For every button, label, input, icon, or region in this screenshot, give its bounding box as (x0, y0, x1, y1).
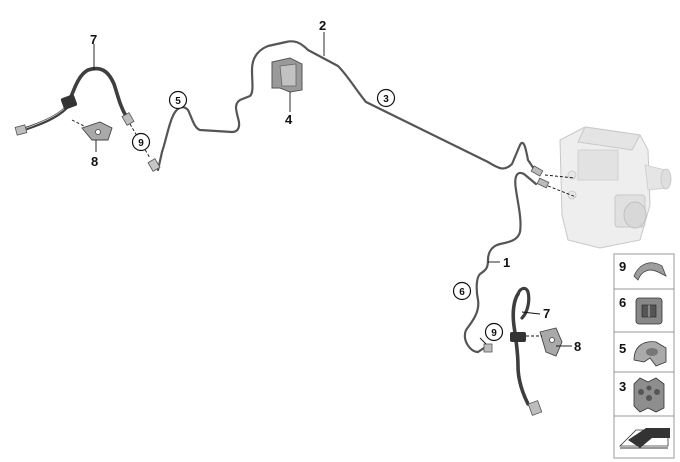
callout-8-right: 8 (574, 339, 581, 354)
svg-text:5: 5 (619, 341, 626, 356)
abs-hydraulic-unit (559, 126, 672, 249)
pipe-clip-4 (271, 57, 303, 112)
legend-panel: 9 6 5 3 (613, 253, 675, 459)
callout-1: 1 (503, 255, 510, 270)
brake-pipe-2 (156, 40, 538, 174)
callout-2: 2 (319, 18, 326, 33)
hose-bracket-8-left (71, 119, 113, 152)
legend-item-3: 3 (619, 377, 665, 413)
brake-hose-right (483, 286, 543, 416)
circled-callout-5: 5 (168, 90, 188, 110)
svg-text:6: 6 (459, 287, 465, 298)
circled-callout-3: 3 (376, 88, 396, 108)
circled-callout-9-left: 9 (131, 132, 151, 152)
leader-lines (93, 32, 572, 347)
legend-item-5: 5 (619, 341, 667, 367)
callout-4: 4 (285, 112, 293, 127)
callout-7-bottom: 7 (543, 306, 550, 321)
brake-hose-left (14, 66, 161, 172)
brake-pipe-1 (463, 171, 538, 354)
svg-text:9: 9 (619, 259, 626, 274)
svg-text:9: 9 (491, 328, 497, 339)
callout-7-top: 7 (90, 32, 97, 47)
circled-callout-6: 6 (452, 281, 472, 301)
svg-text:9: 9 (138, 138, 144, 149)
legend-item-9: 9 (619, 259, 667, 281)
svg-text:6: 6 (619, 295, 626, 310)
svg-text:3: 3 (383, 94, 389, 105)
svg-text:5: 5 (175, 96, 181, 107)
circled-callout-9-right: 9 (484, 322, 504, 342)
pipe-connectors-abs (530, 165, 577, 198)
legend-item-6: 6 (619, 295, 663, 325)
callout-8-left: 8 (91, 154, 98, 169)
legend-direction-arrow (619, 428, 670, 449)
svg-text:3: 3 (619, 379, 626, 394)
hose-bracket-8-right (526, 327, 563, 357)
